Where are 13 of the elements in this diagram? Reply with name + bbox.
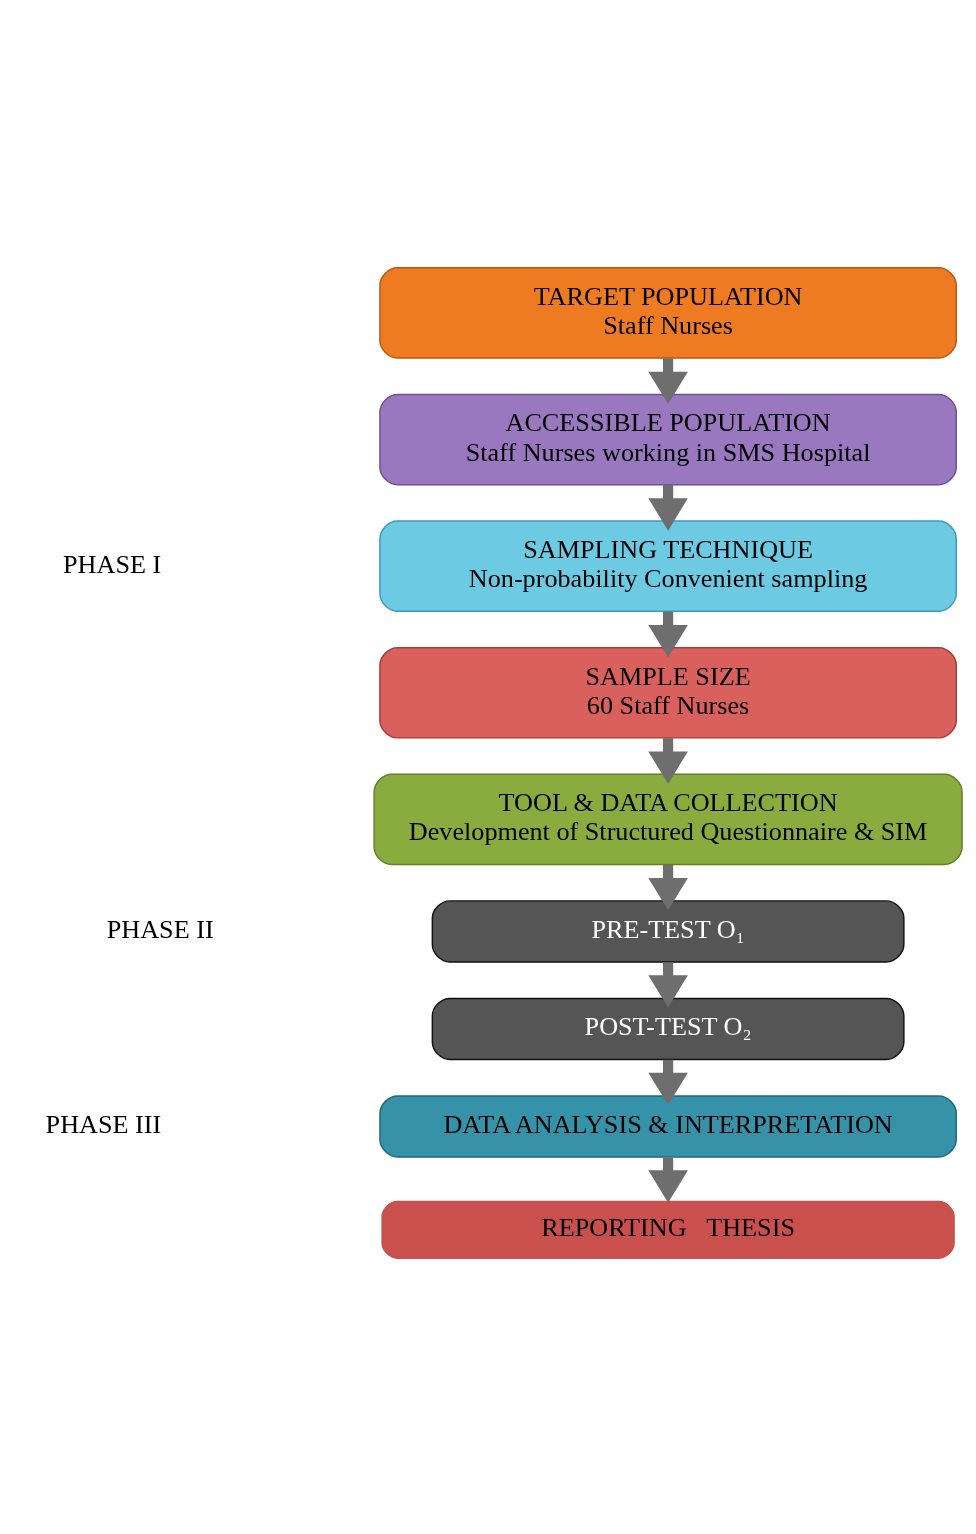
node-box: ACCESSIBLE POPULATION Staff Nurses working in SMS Hospital	[379, 393, 957, 486]
label: PHASE III	[45, 1109, 162, 1139]
node-box: TARGET POPULATION Staff Nurses	[379, 267, 957, 359]
node-box: REPORTING THESIS	[378, 1197, 958, 1262]
node-box: SAMPLING TECHNIQUE Non-probability Convenient sampling	[379, 520, 957, 612]
node-box: DATA ANALYSIS & INTERPRETATION	[379, 1095, 957, 1158]
node-box: PRE-TEST O₁	[431, 900, 905, 963]
label: PHASE I	[63, 549, 162, 579]
label: PHASE II	[106, 914, 214, 944]
node-box: POST-TEST O₂	[431, 997, 905, 1061]
node-box: SAMPLE SIZE 60 Staff Nurses	[379, 646, 957, 739]
node-box: TOOL & DATA COLLECTION Development of Structured Questionnaire & SIM	[373, 773, 963, 866]
arrow	[648, 864, 688, 911]
